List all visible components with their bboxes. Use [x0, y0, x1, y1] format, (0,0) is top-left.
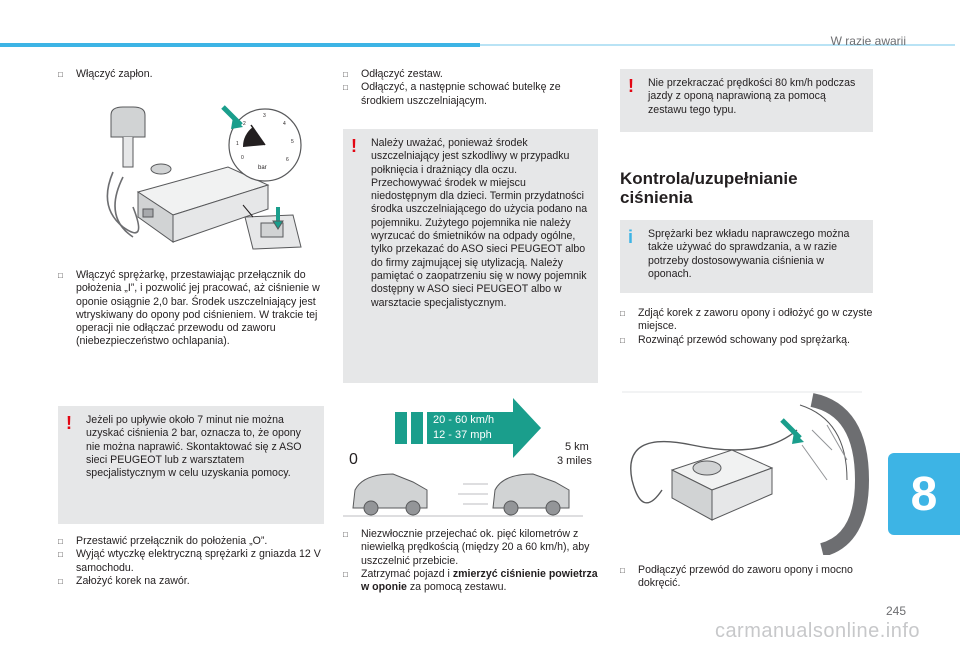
- step-connect-hose: Podłączyć przewód do zaworu opony i mocn…: [620, 564, 880, 591]
- compressor-icon: [670, 449, 774, 521]
- hose-to-tyre-illustration: [622, 391, 870, 555]
- step-measure-post: za pomocą zestawu.: [406, 581, 507, 594]
- warning-box-sealant: ! Należy uważać, ponieważ środek uszczel…: [343, 129, 598, 383]
- section-heading: Kontrola/uzupełnianie ciśnienia: [620, 169, 798, 207]
- compressor-gauge-illustration: 0 1 2 3 4 5 6 bar: [106, 105, 302, 250]
- gauge-tick: 6: [286, 157, 289, 163]
- step-unplug: Wyjąć wtyczkę elektryczną sprężarki z gn…: [58, 548, 328, 575]
- pressure-gauge-icon: 0 1 2 3 4 5 6 bar: [228, 108, 302, 182]
- warning-icon: !: [351, 136, 357, 156]
- step-drive: Niezwłocznie przejechać ok. pięć kilomet…: [343, 528, 603, 568]
- step-unroll-hose: Rozwinąć przewód schowany pod sprężarką.: [620, 334, 880, 348]
- page-number: 245: [885, 604, 906, 618]
- arrow-icon: [231, 117, 243, 129]
- sealant-bottle-icon: [110, 106, 146, 168]
- info-text: Sprężarki bez wkładu naprawczego można t…: [648, 228, 850, 280]
- step-switch-off: Przestawić przełącznik do położenia „O”.: [58, 535, 328, 549]
- warning-text: Należy uważać, ponieważ środek uszczelni…: [371, 137, 588, 309]
- compressor-icon: [136, 163, 270, 243]
- gauge-tick: 2: [243, 121, 246, 127]
- step-switch-compressor: Włączyć sprężarkę, przestawiając przełąc…: [58, 269, 328, 349]
- tyre-icon: [799, 393, 870, 555]
- gauge-tick: 4: [283, 121, 286, 127]
- warning-box-speed: ! Nie przekraczać prędkości 80 km/h podc…: [620, 69, 873, 132]
- distance-miles: 3 miles: [557, 455, 592, 467]
- gauge-tick: 5: [291, 139, 294, 145]
- speed-arrow-icon: [395, 398, 541, 458]
- hose-icon: [106, 171, 140, 238]
- step-measure: Zatrzymać pojazd i zmierzyć ciśnienie po…: [343, 568, 603, 595]
- warning-text: Jeżeli po upływie około 7 minut nie możn…: [86, 414, 302, 480]
- step-measure-pre: Zatrzymać pojazd i: [361, 567, 453, 580]
- col2-steps: Odłączyć zestaw. Odłączyć, a następnie s…: [343, 68, 603, 108]
- gauge-unit: bar: [258, 165, 267, 171]
- switch-detail-icon: [242, 204, 302, 250]
- warning-box-pressure: ! Jeżeli po upływie około 7 minut nie mo…: [58, 406, 324, 524]
- car-icon: [352, 473, 428, 516]
- step-store-bottle: Odłączyć, a następnie schować butelkę ze…: [343, 81, 603, 108]
- watermark: carmanualsonline.info: [714, 620, 920, 642]
- gauge-tick: 0: [241, 155, 244, 161]
- info-icon: i: [628, 227, 634, 247]
- header-accent-bar: [0, 43, 480, 47]
- chapter-title: W razie awarii: [830, 34, 906, 48]
- col3-step-connect: Podłączyć przewód do zaworu opony i mocn…: [620, 564, 880, 591]
- col1-step1: Włączyć zapłon.: [58, 68, 328, 82]
- step-disconnect-kit: Odłączyć zestaw.: [343, 68, 603, 82]
- warning-icon: !: [628, 76, 634, 96]
- gauge-tick: 3: [263, 113, 266, 119]
- warning-text: Nie przekraczać prędkości 80 km/h podcza…: [648, 77, 856, 116]
- step-measure-bold: zmierzyć ciśnienie powietrza w oponie: [361, 567, 598, 594]
- chapter-tab: 8: [888, 453, 960, 535]
- col2-drive-steps: Niezwłocznie przejechać ok. pięć kilomet…: [343, 528, 603, 594]
- col3-steps: Zdjąć korek z zaworu opony i odłożyć go …: [620, 307, 880, 347]
- hose-icon: [630, 429, 798, 504]
- col1-steps-final: Przestawić przełącznik do położenia „O”.…: [58, 535, 328, 588]
- header-rule: [480, 44, 955, 46]
- step-remove-cap: Zdjąć korek z zaworu opony i odłożyć go …: [620, 307, 880, 334]
- step-ignition-on: Włączyć zapłon.: [58, 68, 328, 82]
- speed-kmh: 20 - 60 km/h: [433, 414, 494, 426]
- moving-car-icon: [458, 473, 570, 516]
- step-cap-valve: Założyć korek na zawór.: [58, 575, 328, 589]
- info-box-compressor: i Sprężarki bez wkładu naprawczego można…: [620, 220, 873, 293]
- col1-step2: Włączyć sprężarkę, przestawiając przełąc…: [58, 269, 328, 349]
- warning-icon: !: [66, 413, 72, 433]
- gauge-tick: 1: [236, 141, 239, 147]
- arrow-icon: [792, 432, 804, 444]
- drive-distance-illustration: 20 - 60 km/h 12 - 37 mph 0 5 km 3 miles: [343, 398, 592, 517]
- speed-mph: 12 - 37 mph: [433, 429, 492, 441]
- distance-km: 5 km: [565, 441, 589, 453]
- distance-start: 0: [349, 451, 358, 468]
